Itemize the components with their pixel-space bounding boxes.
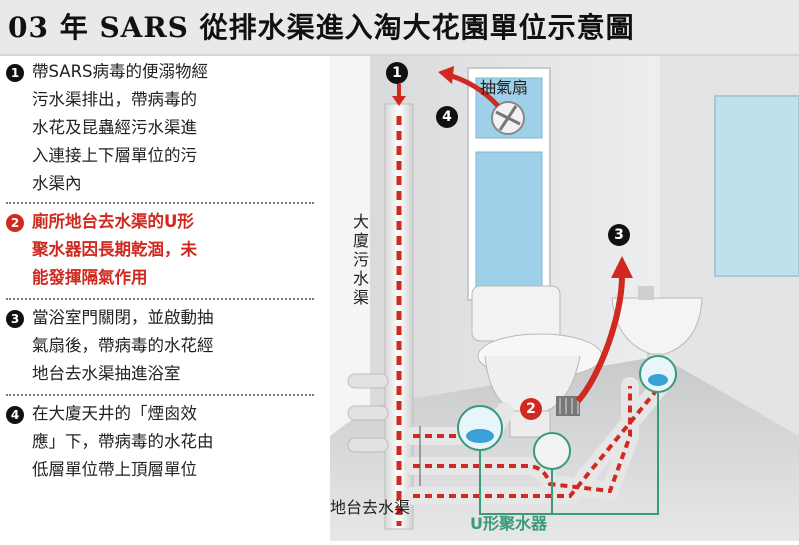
- note-3-line: 地台去水渠抽進浴室: [32, 364, 181, 383]
- divider: [6, 202, 314, 204]
- rise-arrow-head: [611, 256, 633, 278]
- badge-3: 3: [608, 224, 630, 246]
- bathroom-illustration: 1 4 2 3 抽氣扇 大廈污水渠 地台去水渠 U形聚水器: [330, 56, 799, 541]
- branch-pipe: [347, 373, 389, 389]
- note-3-text: 當浴室門關閉，並啟動抽 氣扇後，帶病毒的水花經 地台去水渠抽進浴室: [32, 304, 306, 388]
- page-title: 03 年 SARS 從排水渠進入淘大花園單位示意圖: [8, 11, 635, 44]
- u-trap-floor: [533, 432, 571, 470]
- toilet-tank: [471, 285, 561, 342]
- note-3-badge: 3: [6, 310, 24, 328]
- drain-flow-line: [413, 384, 662, 498]
- sewer-pipe-label: 大廈污水渠: [352, 212, 369, 307]
- note-1-line: 水花及昆蟲經污水渠進: [32, 118, 197, 137]
- u-trap-toilet: [457, 405, 503, 451]
- u-trap-callout-lines: [479, 392, 659, 515]
- note-4-badge: 4: [6, 406, 24, 424]
- branch-pipe: [347, 405, 389, 421]
- note-4-line: 在大廈天井的「煙囪效: [32, 404, 197, 423]
- note-2-badge: 2: [6, 214, 24, 232]
- note-3: 3 當浴室門關閉，並啟動抽 氣扇後，帶病毒的水花經 地台去水渠抽進浴室: [6, 304, 306, 388]
- floor-drain-label: 地台去水渠: [330, 498, 411, 517]
- badge-1: 1: [386, 62, 408, 84]
- exhaust-fan-label: 抽氣扇: [480, 78, 529, 97]
- grate-lines-icon: [559, 398, 579, 414]
- legend-panel: 1 帶SARS病毒的便溺物經 污水渠排出，帶病毒的 水花及昆蟲經污水渠進 入連接…: [0, 58, 330, 541]
- branch-pipe: [347, 437, 389, 453]
- divider: [6, 394, 314, 396]
- glass-door: [714, 95, 799, 277]
- title-bar: 03 年 SARS 從排水渠進入淘大花園單位示意圖: [0, 0, 799, 56]
- note-2-line: 聚水器因長期乾涸，未: [32, 240, 197, 259]
- note-4-text: 在大廈天井的「煙囪效 應」下，帶病毒的水花由 低層單位帶上頂層單位: [32, 400, 306, 484]
- badge-4: 4: [436, 106, 458, 128]
- divider: [6, 298, 314, 300]
- u-trap-label: U形聚水器: [470, 514, 547, 533]
- note-1-line: 入連接上下層單位的污: [32, 146, 197, 165]
- note-2-line: 廁所地台去水渠的U形: [32, 212, 194, 231]
- note-1-line: 污水渠排出，帶病毒的: [32, 90, 197, 109]
- fan-arrow-head: [438, 66, 454, 84]
- floor-drain-grate: [556, 396, 580, 416]
- faucet-icon: [638, 286, 654, 300]
- water-seal-icon: [648, 374, 668, 386]
- contamination-rise-arrow: [575, 275, 625, 403]
- note-2-text: 廁所地台去水渠的U形 聚水器因長期乾涸，未 能發揮隔氣作用: [32, 208, 306, 292]
- note-4: 4 在大廈天井的「煙囪效 應」下，帶病毒的水花由 低層單位帶上頂層單位: [6, 400, 306, 484]
- note-1-line: 水渠內: [32, 174, 82, 193]
- window-pane-bottom: [475, 151, 543, 291]
- note-4-line: 低層單位帶上頂層單位: [32, 460, 197, 479]
- fan-blades-icon: [495, 105, 521, 131]
- note-2: 2 廁所地台去水渠的U形 聚水器因長期乾涸，未 能發揮隔氣作用: [6, 208, 306, 292]
- note-1-line: 帶SARS病毒的便溺物經: [32, 62, 209, 81]
- pipe-inflow-head: [392, 96, 406, 106]
- note-2-line: 能發揮隔氣作用: [32, 268, 148, 287]
- note-4-line: 應」下，帶病毒的水花由: [32, 432, 214, 451]
- drain-flow-line: [413, 386, 632, 494]
- scene-svg: [330, 56, 799, 541]
- badge-2: 2: [520, 398, 542, 420]
- note-1: 1 帶SARS病毒的便溺物經 污水渠排出，帶病毒的 水花及昆蟲經污水渠進 入連接…: [6, 58, 306, 198]
- note-1-text: 帶SARS病毒的便溺物經 污水渠排出，帶病毒的 水花及昆蟲經污水渠進 入連接上下…: [32, 58, 306, 198]
- note-3-line: 當浴室門關閉，並啟動抽: [32, 308, 214, 327]
- note-3-line: 氣扇後，帶病毒的水花經: [32, 336, 214, 355]
- water-seal-icon: [466, 429, 494, 443]
- note-1-badge: 1: [6, 64, 24, 82]
